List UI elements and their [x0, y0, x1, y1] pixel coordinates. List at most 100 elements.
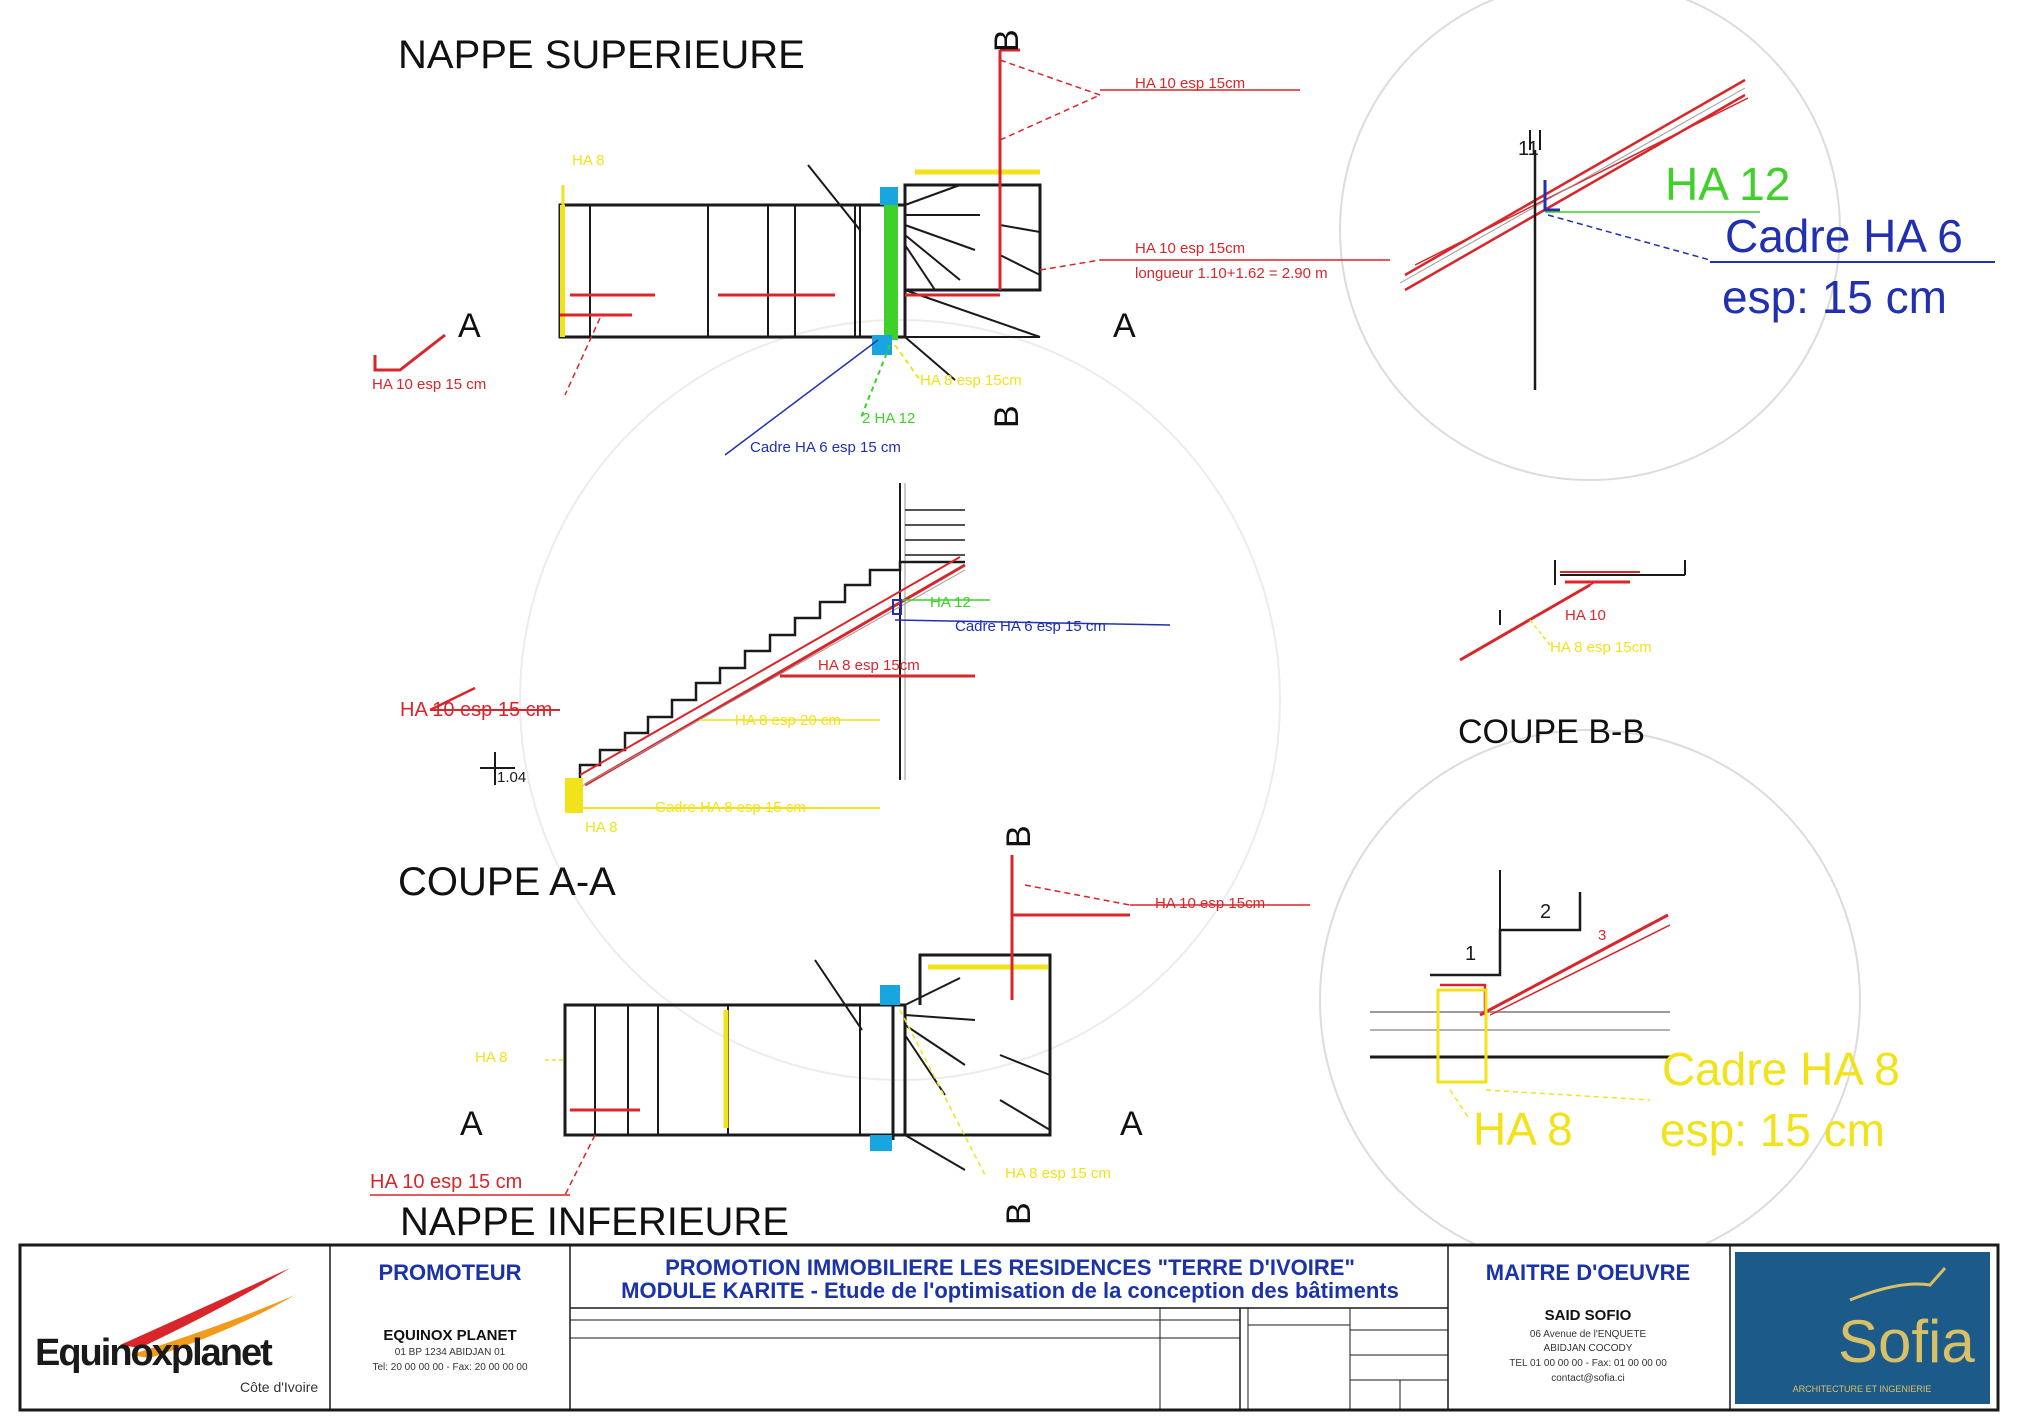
yellow-leader: [1485, 1089, 1651, 1101]
winder-line: [904, 184, 961, 206]
winder-line: [999, 1054, 1051, 1076]
leader: [564, 1134, 596, 1196]
label-ha10-left-inf: HA 10 esp 15 cm: [370, 1171, 522, 1193]
winder-line: [904, 1024, 966, 1066]
promoteur-tel: Tel: 20 00 00 00 - Fax: 20 00 00 00: [372, 1362, 528, 1373]
detail-circle-top: [1339, 0, 1841, 481]
section-mark-b-top-inf: B: [1000, 825, 1038, 848]
coupe-aa-cadre-ha8: Cadre HA 8 esp 15 cm: [655, 799, 806, 816]
cyan-block-bottom-inf: [870, 1135, 892, 1151]
winder-line: [904, 234, 961, 281]
coupe-bb-title: COUPE B-B: [1458, 713, 1645, 751]
maitre-name: SAID SOFIO: [1545, 1307, 1632, 1324]
label-ha10-top-inf: HA 10 esp 15cm: [1155, 895, 1265, 912]
detail-circle-coupe: [519, 319, 1281, 1081]
maitre-tel: TEL 01 00 00 00 - Fax: 01 00 00 00: [1509, 1358, 1667, 1369]
logo-swoosh: [120, 1268, 290, 1348]
detail-red-diag: [1489, 924, 1671, 1016]
coupe-bb-ha8: HA 8 esp 15cm: [1550, 639, 1652, 656]
red-bar: [429, 686, 476, 712]
diag-line: [807, 164, 861, 231]
detail-top-cadre-line1: Cadre HA 6: [1725, 210, 1963, 262]
promoteur-addr: 01 BP 1234 ABIDJAN 01: [395, 1347, 506, 1358]
stair-outline: [558, 203, 907, 339]
title-block-frame: [18, 1243, 2000, 1412]
detail-top-number: 11: [1518, 138, 1539, 160]
winder-line: [904, 244, 936, 291]
section-mark-b-bottom: B: [988, 405, 1026, 428]
nappe-superieure-title: NAPPE SUPERIEURE: [398, 33, 805, 77]
landing-outline-inf: [905, 953, 1052, 1137]
cyan-block-top: [880, 187, 898, 205]
cyan-block-top-inf: [880, 985, 900, 1005]
blue-leader: [894, 619, 1171, 626]
coupe-aa-ha12: HA 12: [930, 594, 971, 611]
winder-line: [904, 977, 961, 1006]
slab-rebar: [579, 556, 961, 776]
label-cadre-ha6: Cadre HA 6 esp 15 cm: [750, 439, 901, 456]
maitre-addr1: 06 Avenue de l'ENQUETE: [1530, 1329, 1647, 1340]
label-ha10-right: HA 10 esp 15cm: [1135, 240, 1245, 257]
coupe-aa-ha10-15: HA 10 esp 15 cm: [400, 699, 552, 721]
yellow-bar-left: [560, 205, 565, 337]
winder-line: [904, 1014, 976, 1021]
detail-bottom: 1 2 3 HA 8 Cadre HA 8 esp: 15 cm: [1370, 870, 1900, 1156]
blue-stirrup: [892, 599, 902, 615]
label-longueur: longueur 1.10+1.62 = 2.90 m: [1135, 265, 1328, 282]
leader: [894, 344, 921, 381]
label-ha8-bottom-inf: HA 8 esp 15 cm: [1005, 1165, 1111, 1182]
rebar-diag: [1414, 97, 1749, 266]
hook-symbol: [373, 333, 446, 372]
section-mark-b-bottom-inf: B: [1000, 1202, 1038, 1225]
diag-line: [904, 336, 956, 381]
leader: [1039, 259, 1101, 271]
coupe-aa-mark: 1.04: [497, 769, 526, 786]
sofia-logo: Sofia ARCHITECTURE ET INGENIERIE: [1735, 1252, 1990, 1404]
leader: [999, 94, 1101, 141]
view-nappe-superieure: NAPPE SUPERIEURE: [372, 29, 1390, 456]
detail-top-ha12: HA 12: [1665, 158, 1790, 210]
diag-line: [999, 1099, 1051, 1131]
leader: [1547, 214, 1711, 261]
section-mark-a-right: A: [1113, 307, 1136, 345]
equinox-logo: Equinoxplanet Côte d'Ivoire: [35, 1268, 318, 1395]
section-mark-a-left-inf: A: [460, 1105, 483, 1143]
detail-bottom-num1: 1: [1465, 943, 1476, 965]
logo-left-sub: Côte d'Ivoire: [240, 1379, 318, 1395]
leader: [899, 1009, 986, 1176]
diag-line: [814, 959, 863, 1031]
label-ha10-left: HA 10 esp 15 cm: [372, 376, 486, 393]
promoteur-name: EQUINOX PLANET: [383, 1327, 516, 1344]
winder-line: [904, 224, 976, 251]
project-line1: PROMOTION IMMOBILIERE LES RESIDENCES "TE…: [665, 1255, 1355, 1280]
leader: [724, 339, 879, 456]
detail-top: 11 HA 12 Cadre HA 6 esp: 15 cm: [1399, 78, 1995, 390]
coupe-aa-ha8-20: HA 8 esp 20 cm: [735, 712, 841, 729]
nappe-inferieure-title: NAPPE INFERIEURE: [400, 1200, 789, 1244]
logo-right-sub: ARCHITECTURE ET INGENIERIE: [1793, 1384, 1932, 1394]
label-ha8-left: HA 8: [572, 152, 605, 169]
view-coupe-bb: HA 10 HA 8 esp 15cm COUPE B-B: [1458, 560, 1686, 751]
leader: [1024, 884, 1131, 906]
leader: [859, 344, 891, 421]
logo-swoosh: [130, 1295, 295, 1358]
maitre-label: MAITRE D'OEUVRE: [1486, 1260, 1690, 1285]
leader: [564, 317, 601, 396]
project-line2: MODULE KARITE - Etude de l'optimisation …: [621, 1278, 1399, 1303]
stirrup-symbol: [1543, 180, 1560, 212]
coupe-aa-cadre-ha6: Cadre HA 6 esp 15 cm: [955, 618, 1106, 635]
detail-bottom-num3: 3: [1598, 927, 1606, 944]
label-ha8-left-inf: HA 8: [475, 1049, 508, 1066]
green-bars: [884, 200, 898, 340]
detail-bottom-ha8: HA 8: [1473, 1103, 1573, 1155]
maitre-mail: contact@sofia.ci: [1551, 1373, 1625, 1384]
logo-wave: [1849, 1267, 1947, 1302]
coupe-aa-ha8-small: HA 8: [585, 819, 618, 836]
bb-yellow: [1529, 619, 1551, 646]
logo-bg: [1735, 1252, 1990, 1404]
detail-bottom-cadre-line2: esp: 15 cm: [1660, 1104, 1885, 1156]
detail-steps: [1430, 892, 1582, 977]
detail-bottom-num2: 2: [1540, 901, 1551, 923]
label-ha10-top: HA 10 esp 15cm: [1135, 75, 1245, 92]
